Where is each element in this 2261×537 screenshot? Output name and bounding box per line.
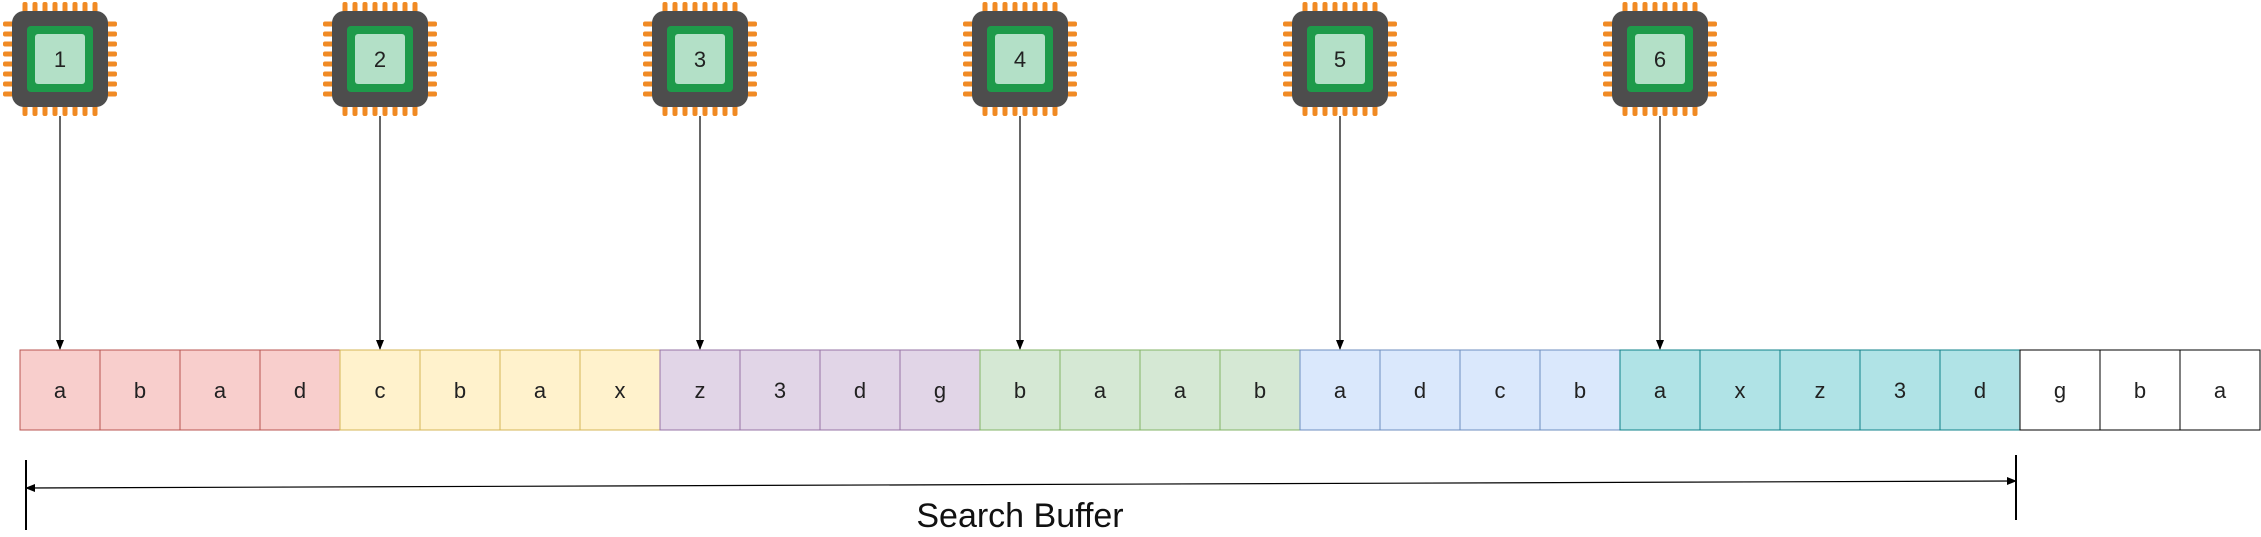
buffer-cell-label: a [214,378,227,403]
buffer-cell [2179,349,2261,431]
buffer-cell-label: b [1254,378,1266,403]
buffer-cell-label: d [854,378,866,403]
buffer-cell [659,349,741,431]
buffer-cell [499,349,581,431]
processor-chip-6: 6 [1603,2,1717,116]
processor-chip-4: 4 [963,2,1077,116]
buffer-cell-label: a [1654,378,1667,403]
buffer-cell-label: a [1174,378,1187,403]
buffer-cell-label: a [534,378,547,403]
buffer-cell-label: d [1414,378,1426,403]
buffer-cell-label: z [695,378,706,403]
chip-core [1635,34,1685,84]
connector-layer [56,116,1664,350]
chip-label: 4 [1014,47,1026,72]
buffer-cell-label: d [294,378,306,403]
buffer-cells: a b a d c b a x z 3 d g b a a b a d c b a x z 3 d g b a [19,349,2261,431]
buffer-cell [2019,349,2101,431]
buffer-cell-label: b [134,378,146,403]
chip-label: 6 [1654,47,1666,72]
chip-core [995,34,1045,84]
buffer-cell [2099,349,2181,431]
chip-label: 2 [374,47,386,72]
buffer-cell [19,349,101,431]
buffer-cell-label: a [54,378,67,403]
buffer-cell [1299,349,1381,431]
chip-core [1315,34,1365,84]
buffer-cell [1059,349,1141,431]
buffer-cell [1859,349,1941,431]
buffer-cell-label: 3 [774,378,786,403]
buffer-cell-label: x [1735,378,1746,403]
buffer-cell [579,349,661,431]
buffer-cell-label: b [454,378,466,403]
processor-chip-1: 1 [3,2,117,116]
buffer-cell-label: 3 [1894,378,1906,403]
buffer-cell-label: c [375,378,386,403]
buffer-cell-label: b [2134,378,2146,403]
chip-core [355,34,405,84]
buffer-cell-label: a [1334,378,1347,403]
buffer-cell [899,349,981,431]
buffer-cell-label: g [934,378,946,403]
buffer-cell-label: a [2214,378,2227,403]
processor-chip-2: 2 [323,2,437,116]
buffer-cell-label: d [1974,378,1986,403]
buffer-cell [259,349,341,431]
chip-label: 3 [694,47,706,72]
chip-core [35,34,85,84]
buffer-cell-label: a [1094,378,1107,403]
processor-chip-3: 3 [643,2,757,116]
processor-chips: 1 2 3 4 5 6 [3,2,1717,116]
search-buffer-span: Search Buffer [25,455,2017,535]
buffer-cell [419,349,501,431]
buffer-cell-label: x [615,378,626,403]
processor-chip-5: 5 [1283,2,1397,116]
buffer-cell [339,349,421,431]
buffer-cell [979,349,1061,431]
buffer-cell-label: b [1014,378,1026,403]
search-buffer-arrow [25,477,2017,492]
buffer-cell-label: c [1495,378,1506,403]
buffer-cell [1379,349,1461,431]
buffer-cell [739,349,821,431]
chip-label: 1 [54,47,66,72]
buffer-cell [1619,349,1701,431]
search-buffer-label: Search Buffer [916,497,1123,535]
chip-core [675,34,725,84]
buffer-cell [819,349,901,431]
buffer-cell [1779,349,1861,431]
chip-label: 5 [1334,47,1346,72]
buffer-cell-label: b [1574,378,1586,403]
buffer-cell-label: g [2054,378,2066,403]
buffer-cell-label: z [1815,378,1826,403]
